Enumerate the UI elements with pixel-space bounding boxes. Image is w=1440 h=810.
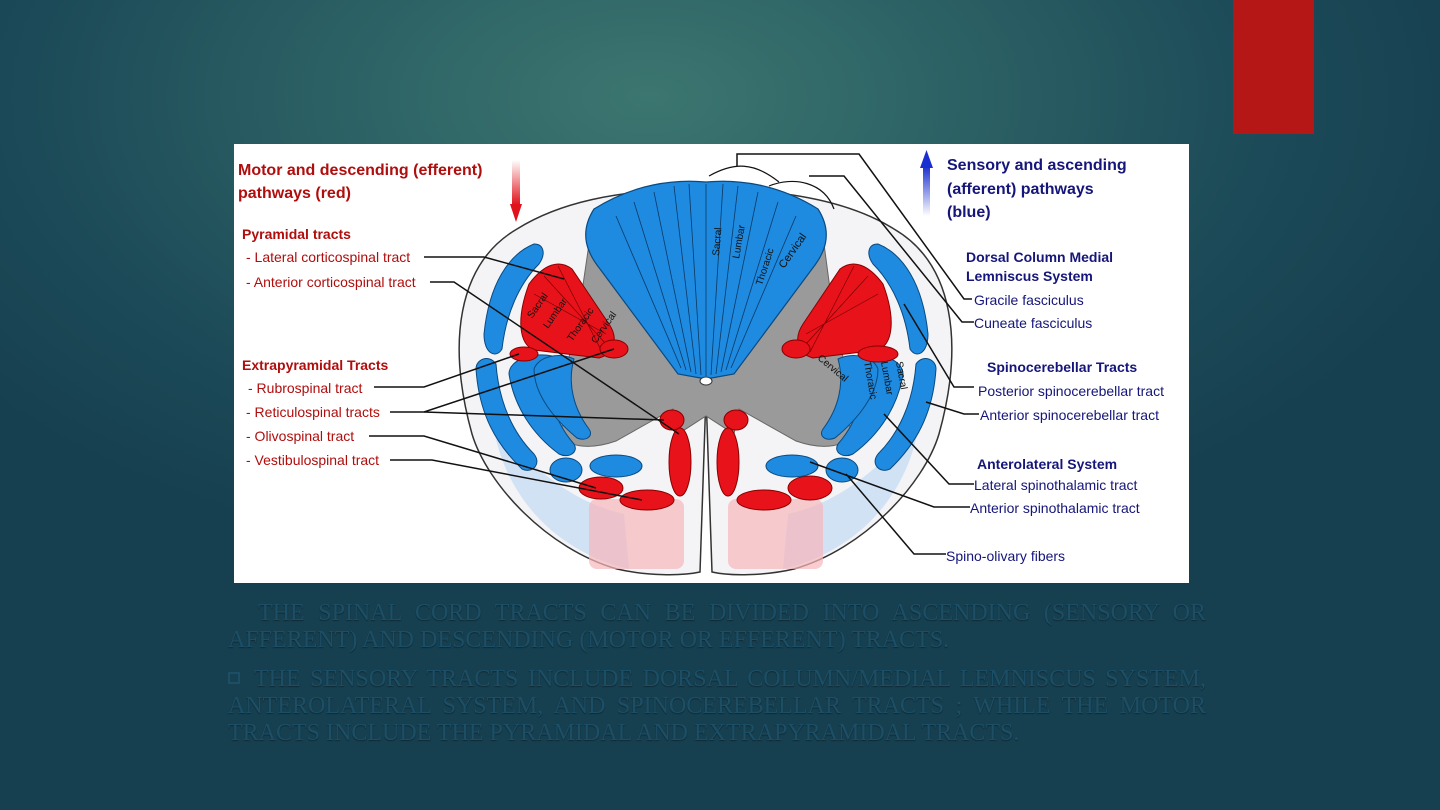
anterolateral-left bbox=[589, 454, 643, 478]
sensory-title-line-1: Sensory and ascending bbox=[947, 157, 1127, 174]
spino-olivary-label: Spino-olivary fibers bbox=[946, 548, 1065, 564]
reticulospinal-label: - Reticulospinal tracts bbox=[246, 404, 380, 420]
up-arrow-icon bbox=[920, 150, 933, 168]
square-bullet-icon bbox=[228, 672, 240, 684]
down-arrow-icon bbox=[510, 204, 522, 222]
vestibulospinal-left bbox=[619, 489, 675, 511]
anterior-spinothalamic-label: Anterior spinothalamic tract bbox=[970, 500, 1140, 516]
svg-text:Sacral: Sacral bbox=[711, 227, 724, 256]
posterior-spinocerebellar-right bbox=[868, 243, 929, 355]
svg-text:Sacral: Sacral bbox=[893, 361, 909, 391]
anterior-corticospinal-label: - Anterior corticospinal tract bbox=[246, 274, 416, 290]
olivospinal-label: - Olivospinal tract bbox=[246, 428, 354, 444]
rubrospinal-label: - Rubrospinal tract bbox=[248, 380, 362, 396]
motor-title-line-1: Motor and descending (efferent) bbox=[238, 162, 482, 179]
posterior-spinocerebellar-left bbox=[483, 243, 544, 355]
extrapyramidal-heading: Extrapyramidal Tracts bbox=[242, 357, 389, 373]
motor-title-line-2: pathways (red) bbox=[238, 185, 351, 202]
cuneate-label: Cuneate fasciculus bbox=[974, 315, 1092, 331]
caption-paragraph-1: The spinal cord tracts can be divided in… bbox=[228, 600, 1206, 653]
anterior-spinocerebellar-right bbox=[874, 358, 937, 471]
anterolateral-right bbox=[765, 454, 819, 478]
spinocerebellar-heading: Spinocerebellar Tracts bbox=[987, 359, 1137, 375]
spinal-cord-diagram: Sacral Lumbar Thoracic Cervical Sacral L… bbox=[234, 144, 1189, 583]
lateral-corticospinal-label: - Lateral corticospinal tract bbox=[246, 249, 410, 265]
lateral-spinothalamic-label: Lateral spinothalamic tract bbox=[974, 477, 1138, 493]
posterior-spinocerebellar-label: Posterior spinocerebellar tract bbox=[978, 383, 1164, 399]
dcml-heading-line-2: Lemniscus System bbox=[966, 268, 1093, 284]
anterior-corticospinal-left bbox=[668, 427, 692, 497]
slide-caption: The spinal cord tracts can be divided in… bbox=[228, 600, 1206, 759]
caption-paragraph-2-text: The sensory tracts include dorsal column… bbox=[228, 666, 1206, 746]
anterior-spinocerebellar-label: Anterior spinocerebellar tract bbox=[980, 407, 1159, 423]
dcml-heading-line-1: Dorsal Column Medial bbox=[966, 249, 1113, 265]
vestibulospinal-label: - Vestibulospinal tract bbox=[246, 452, 379, 468]
sensory-title-line-2: (afferent) pathways bbox=[947, 181, 1094, 198]
rubrospinal-left bbox=[509, 346, 539, 362]
anterolateral-heading: Anterolateral System bbox=[977, 456, 1117, 472]
caption-paragraph-2: The sensory tracts include dorsal column… bbox=[228, 666, 1206, 747]
pyramidal-heading: Pyramidal tracts bbox=[242, 226, 351, 242]
accent-tab bbox=[1233, 0, 1314, 134]
sensory-title-line-3: (blue) bbox=[947, 204, 991, 221]
gracile-label: Gracile fasciculus bbox=[974, 292, 1084, 308]
